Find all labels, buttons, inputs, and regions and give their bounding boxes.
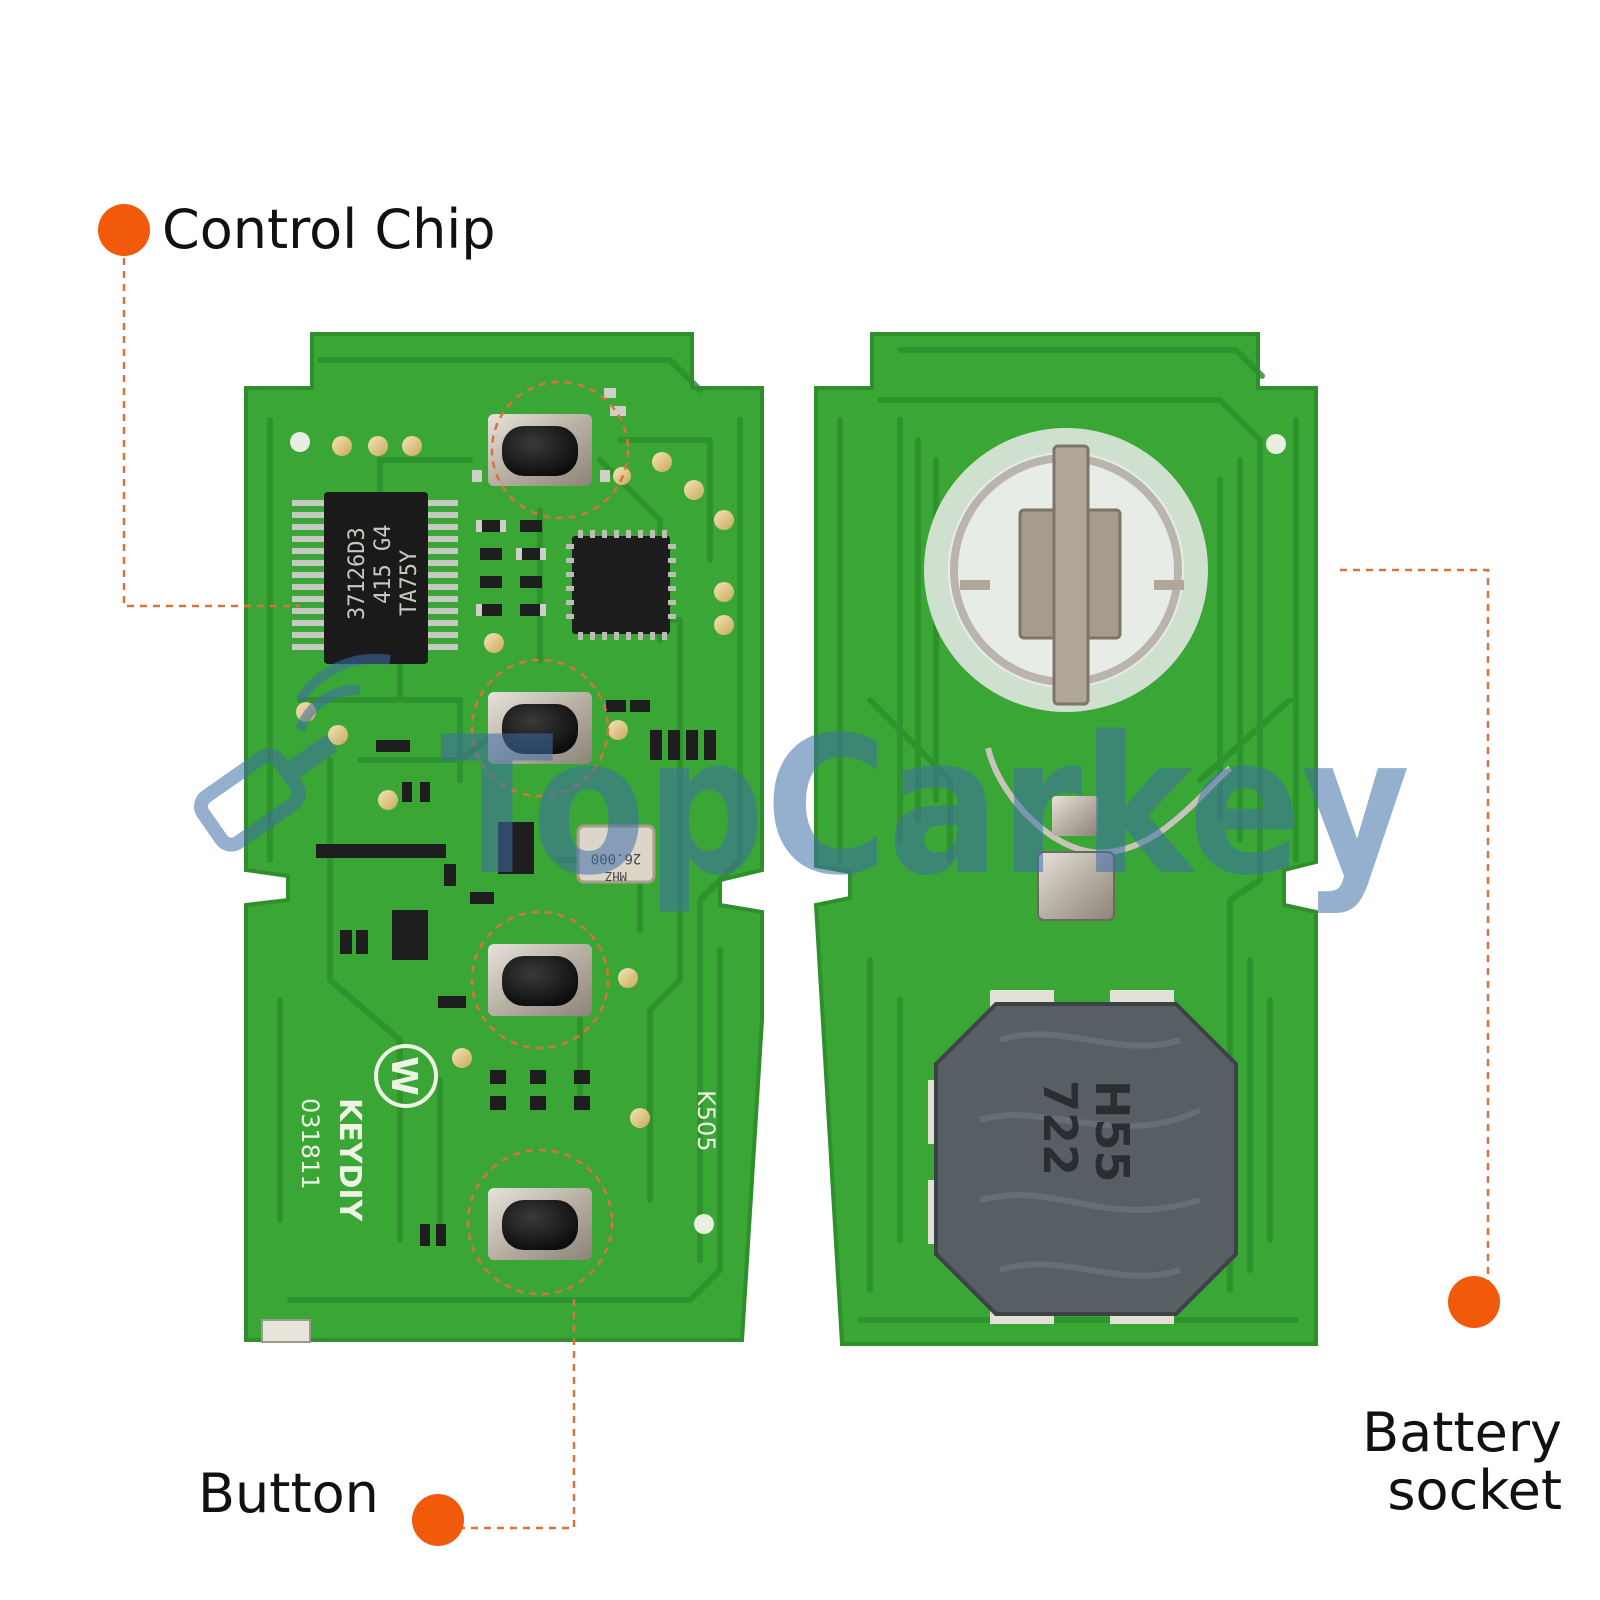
smd-components: 26.000 MHZ xyxy=(261,388,716,1343)
callout-battery-socket: Battery socket xyxy=(1300,1404,1562,1520)
control-chip: 37126D3 415 G4 TA75Y xyxy=(292,492,458,664)
pcb-back-board: H55 722 xyxy=(813,332,1318,1346)
watermark-text: TopCarkey xyxy=(440,696,1410,917)
coil-marking-1: H55 xyxy=(1085,1080,1139,1183)
dot-control-chip xyxy=(98,204,150,256)
chip-marking-3: TA75Y xyxy=(397,550,422,616)
callout-control-chip: Control Chip xyxy=(162,200,496,260)
callout-dots xyxy=(98,204,1500,1546)
qfn-chip xyxy=(566,530,676,640)
dot-battery-socket xyxy=(1448,1276,1500,1328)
battery-spring-contact xyxy=(985,747,1233,921)
chip-marking-1: 37126D3 xyxy=(345,527,370,620)
callout-button: Button xyxy=(198,1464,379,1524)
pcb-front-board: 37126D3 415 G4 TA75Y xyxy=(244,332,764,1343)
coil-component: H55 722 xyxy=(928,990,1238,1324)
callout-control-chip-label: Control Chip xyxy=(162,198,496,261)
tactile-button-3 xyxy=(488,944,592,1016)
tactile-button-4 xyxy=(488,1188,592,1260)
brand-logo-mark: W xyxy=(383,1056,424,1096)
dot-button xyxy=(412,1494,464,1546)
battery-holder xyxy=(924,428,1208,712)
crystal-marking-2: MHZ xyxy=(605,869,627,883)
silkscreen-markings: W KEYDIY 031811 K505 xyxy=(296,1044,720,1223)
crystal-oscillator: 26.000 MHZ xyxy=(576,824,656,884)
leader-battery-socket xyxy=(1340,568,1490,1282)
callout-battery-socket-line2: socket xyxy=(1387,1459,1562,1522)
callout-button-label: Button xyxy=(198,1462,379,1525)
tactile-button-1 xyxy=(488,414,592,486)
model-number: K505 xyxy=(692,1090,720,1152)
crystal-marking-1: 26.000 xyxy=(591,850,642,866)
tactile-button-2 xyxy=(488,692,592,764)
brand-name: KEYDIY xyxy=(332,1098,367,1223)
serial-number: 031811 xyxy=(296,1098,324,1190)
callout-battery-socket-line1: Battery xyxy=(1362,1401,1562,1464)
leader-lines xyxy=(122,258,1490,1530)
coil-marking-2: 722 xyxy=(1033,1080,1087,1176)
chip-marking-2: 415 G4 xyxy=(371,525,396,604)
watermark: TopCarkey xyxy=(193,653,1410,917)
tactile-buttons xyxy=(466,380,630,1296)
